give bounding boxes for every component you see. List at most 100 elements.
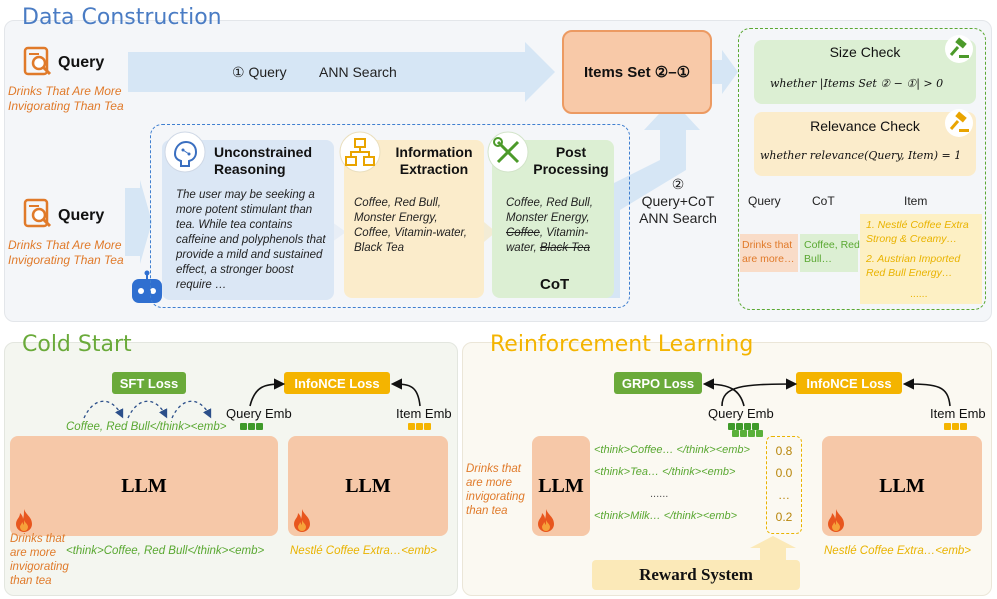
size-check-formula: whether |Items Set ② − ①| > 0	[770, 77, 944, 90]
query-text-bottom: Drinks That Are More Invigorating Than T…	[8, 238, 124, 267]
reward-up-arrow	[750, 536, 796, 560]
fire-icon-cold-1	[14, 508, 34, 532]
rl-grpo-arrow	[702, 378, 745, 407]
data-construction-title: Data Construction	[22, 5, 222, 30]
items-set-label: Items Set ②–①	[583, 64, 691, 81]
post-kept-2: , Vitamin-water,	[506, 227, 589, 254]
step1-label: ① Query	[232, 64, 287, 80]
size-check-title: Size Check	[829, 44, 901, 60]
rl-query-emb-tokens-2	[732, 430, 763, 437]
rollout-1-text: <think>Coffee… </think><emb>	[594, 444, 750, 456]
rl-item-llm-block: LLM	[822, 436, 982, 536]
cold-item-emb-tokens	[408, 423, 431, 430]
gavel-icon-size	[944, 34, 974, 64]
query-label-bottom: Query	[58, 207, 105, 224]
reward-2: 0.0	[775, 466, 793, 480]
table-header-item: Item	[904, 194, 928, 208]
table-item-ellipsis: ......	[910, 288, 928, 300]
query-ann-arrow	[128, 42, 555, 102]
table-item-2: 2. Austrian Imported Red Bull Energy…	[866, 253, 961, 279]
rl-title: Reinforcement Learning	[490, 332, 754, 357]
fire-icon-cold-2	[292, 508, 312, 532]
cot-to-items-arrow	[600, 100, 700, 298]
items-to-check-arrow	[712, 50, 738, 94]
reason-to-extract-arrow	[332, 222, 346, 242]
cold-llm-block: LLM	[10, 436, 278, 536]
extraction-title: Information Extraction	[395, 144, 473, 177]
rollout-2-text: <think>Tea… </think><emb>	[594, 466, 736, 478]
reward-system-box: Reward System	[592, 560, 800, 590]
post-text: Coffee, Red Bull, Monster Energy, Coffee…	[506, 196, 610, 256]
check-panel	[738, 28, 986, 310]
query-text-top: Drinks That Are More Invigorating Than T…	[8, 84, 124, 113]
post-title: Post Processing	[533, 144, 609, 177]
relevance-check-formula: whether relevance(Query, Item) = 1	[760, 149, 962, 162]
table-header-query: Query	[748, 194, 781, 208]
cot-pipeline-container	[150, 124, 630, 308]
cold-infonce-badge: InfoNCE Loss	[284, 372, 390, 394]
hierarchy-icon	[338, 130, 382, 174]
rollout-4-text: <think>Milk… </think><emb>	[594, 510, 738, 522]
table-query-cell-text: Drinks that are more…	[742, 239, 795, 265]
cold-llm-label: LLM	[121, 474, 167, 497]
magnifier-doc-icon	[22, 46, 54, 76]
rl-item-text: Nestlé Coffee Extra…<emb>	[824, 545, 972, 557]
rl-infonce-badge: InfoNCE Loss	[796, 372, 902, 394]
query-label-top: Query	[58, 54, 105, 71]
table-cot-cell-text: Coffee, Red Bull…	[804, 239, 860, 265]
gavel-icon-relevance	[944, 108, 974, 138]
step1-method: ANN Search	[319, 64, 397, 80]
table-query-cell	[740, 234, 798, 272]
reward-3: …	[778, 488, 790, 502]
table-cot-cell	[800, 234, 858, 272]
post-struck-1: Coffee	[506, 227, 540, 239]
cot-label: CoT	[540, 276, 570, 293]
reward-scores-box	[766, 436, 802, 534]
cold-item-llm-label: LLM	[345, 474, 391, 497]
rollout-3-text: ......	[650, 488, 669, 500]
cold-start-title: Cold Start	[22, 332, 132, 357]
rl-llm-label: LLM	[538, 474, 584, 497]
reward-system-label: Reward System	[639, 565, 753, 584]
post-struck-2: Black Tea	[539, 242, 590, 254]
tools-icon	[486, 130, 530, 174]
table-item-cell	[860, 214, 982, 304]
extract-to-post-arrow	[484, 222, 496, 242]
cold-arrows	[83, 378, 421, 419]
items-set-box: Items Set ②–①	[562, 30, 712, 114]
table-header-cot: CoT	[812, 194, 835, 208]
rl-arrows	[706, 378, 951, 560]
rl-query-emb-label: Query Emb	[708, 406, 774, 421]
fire-icon-rl-1	[536, 508, 556, 532]
arrows-layer	[125, 42, 738, 298]
cold-query-emb-label: Query Emb	[226, 406, 292, 421]
rl-item-llm-label: LLM	[879, 474, 925, 497]
reward-1: 0.8	[775, 444, 793, 458]
cold-gen-text: Coffee, Red Bull</think><emb>	[66, 421, 227, 433]
rl-item-emb-label: Item Emb	[930, 406, 986, 421]
cold-item-llm-block: LLM	[288, 436, 448, 536]
rl-item-emb-tokens	[944, 423, 967, 430]
sft-loss-badge: SFT Loss	[112, 372, 186, 394]
brain-icon	[163, 130, 207, 174]
cold-input-seq: <think>Coffee, Red Bull</think><emb>	[66, 545, 265, 557]
cold-query-emb-tokens	[240, 423, 263, 430]
table-item-1: 1. Nestlé Coffee Extra Strong & Creamy…	[866, 219, 969, 245]
rl-query-emb-tokens	[728, 423, 759, 430]
post-kept-1: Coffee, Red Bull, Monster Energy,	[506, 197, 593, 224]
cold-input-query: Drinks that are more invigorating than t…	[10, 533, 69, 587]
step2-label: ② Query+CoT ANN Search	[639, 176, 717, 226]
query-to-reasoning-arrow	[125, 180, 152, 264]
rl-input-query: Drinks that are more invigorating than t…	[466, 463, 525, 517]
extraction-text: Coffee, Red Bull, Monster Energy, Coffee…	[354, 197, 467, 254]
cold-item-text: Nestlé Coffee Extra…<emb>	[290, 545, 438, 557]
cold-item-emb-label: Item Emb	[396, 406, 452, 421]
reasoning-title: Unconstrained Reasoning	[214, 144, 313, 177]
reward-4: 0.2	[775, 510, 793, 524]
grpo-loss-badge: GRPO Loss	[614, 372, 702, 394]
relevance-check-card	[754, 112, 976, 176]
fire-icon-rl-2	[826, 508, 846, 532]
reasoning-text: The user may be seeking a more potent st…	[176, 189, 326, 291]
magnifier-doc-icon-2	[22, 198, 54, 228]
size-check-card	[754, 40, 976, 104]
